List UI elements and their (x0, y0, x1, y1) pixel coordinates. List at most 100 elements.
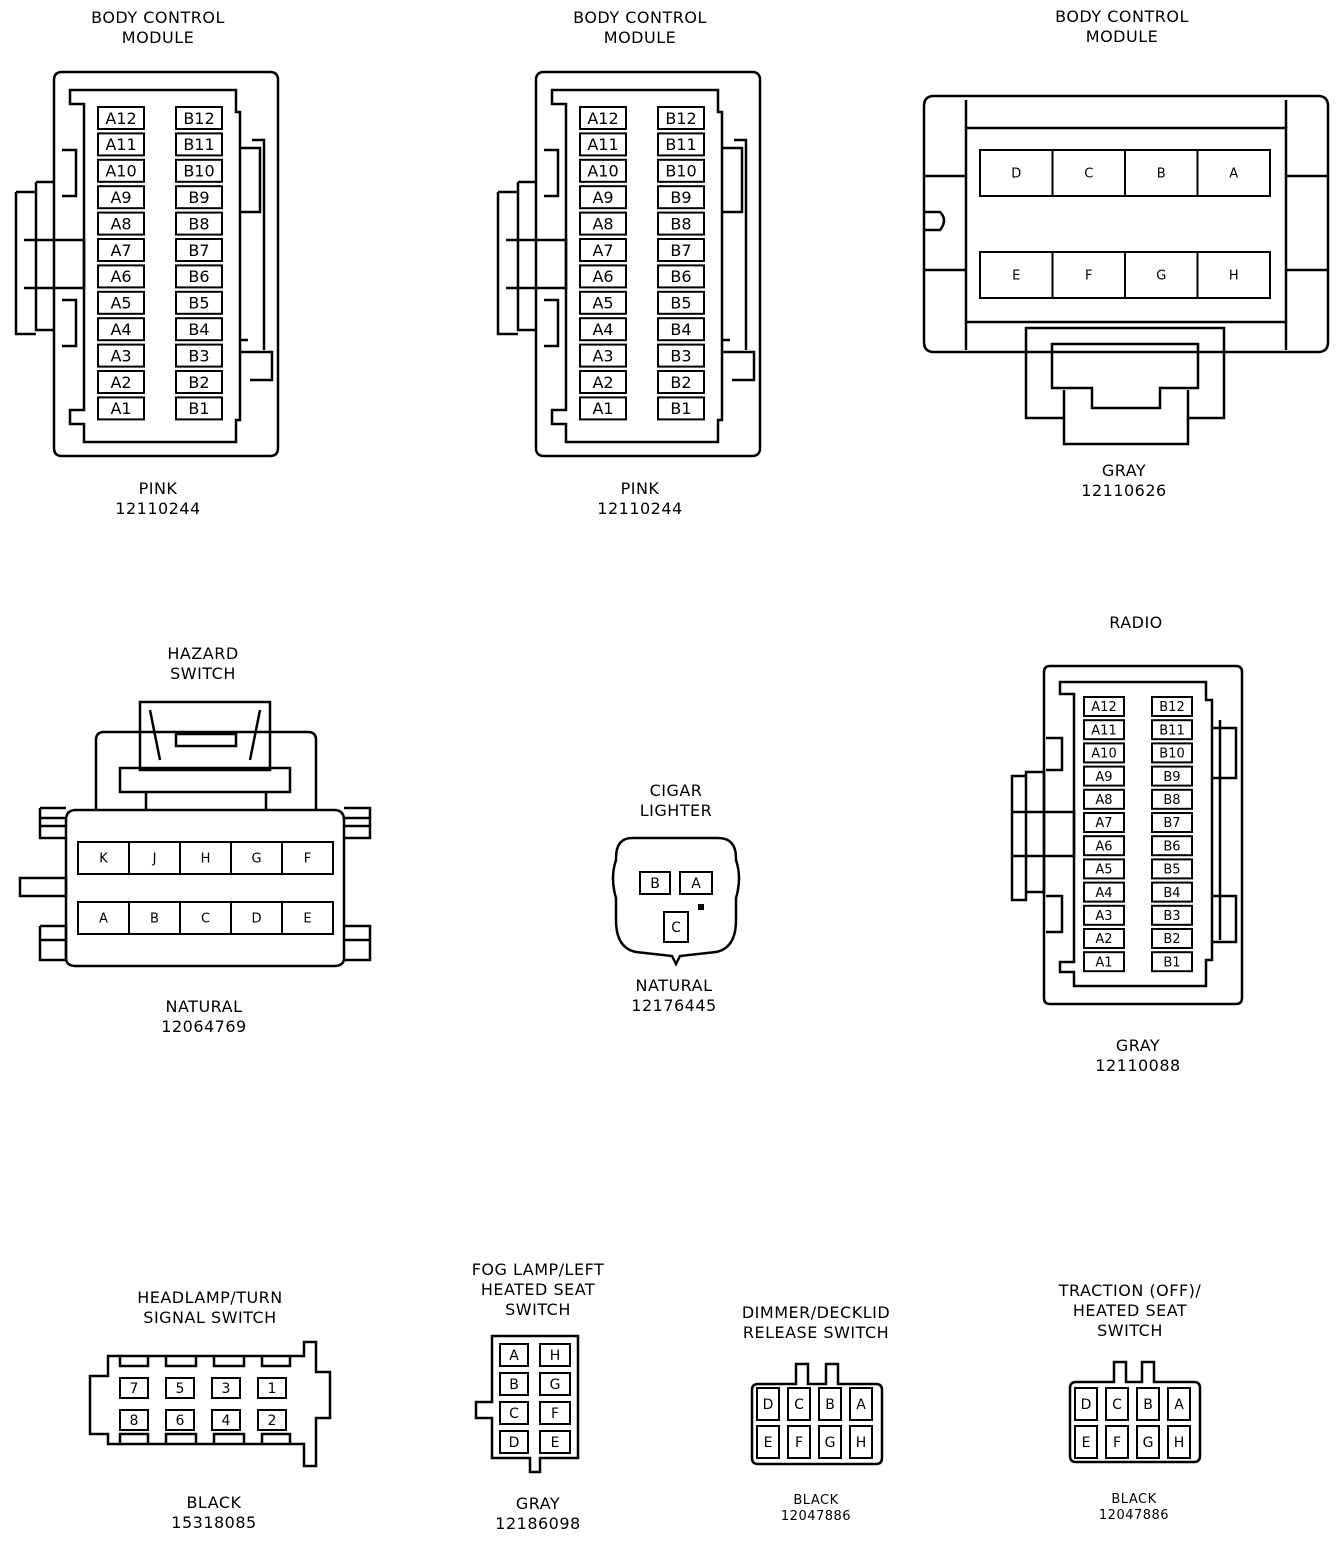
pin-3-cavity (211, 1377, 241, 1399)
pin-a3: A3 (110, 346, 131, 365)
pin-b10-cavity (175, 158, 223, 183)
pin-a2: A2 (110, 373, 131, 392)
pin-b10: B10 (665, 162, 696, 181)
pin-b11-cavity (175, 132, 223, 157)
pin-a3-cavity (97, 343, 145, 368)
pin-a7-cavity (97, 238, 145, 262)
pin-b6: B6 (1163, 839, 1180, 854)
pin-a: A (1229, 167, 1238, 182)
pin-a2: A2 (1095, 932, 1112, 947)
pin-b10: B10 (183, 162, 214, 181)
pin-b4: B4 (670, 320, 691, 339)
pin-a6-cavity (579, 264, 627, 289)
pin-a9: A9 (110, 188, 131, 207)
pin-a5-cavity (1083, 858, 1125, 880)
pin-d-cavity (499, 1430, 529, 1454)
pin-b2-cavity (1151, 928, 1193, 949)
pin-5-cavity (165, 1377, 195, 1399)
bcm2-pin-grid: A12A11A10A9A8A7A6A5A4A3A2A1B12B11B10B9B8… (579, 106, 705, 421)
pin-d: D (763, 1397, 774, 1413)
pin-8-cavity (119, 1409, 149, 1431)
pin-d-cavity (1074, 1387, 1098, 1421)
pin-f: F (1085, 269, 1092, 284)
pin-a9: A9 (592, 188, 613, 207)
pin-g-cavity (539, 1372, 571, 1396)
pin-b6-cavity (175, 264, 223, 289)
pin-d: D (509, 1435, 520, 1451)
pin-b6-cavity (1151, 835, 1193, 857)
pin-b5-cavity (657, 290, 705, 315)
pin-a6: A6 (110, 267, 131, 286)
pin-b-cavity (1136, 1387, 1160, 1421)
pin-a1: A1 (592, 399, 613, 418)
pin-b10-cavity (1151, 742, 1193, 764)
pin-b11: B11 (665, 135, 696, 154)
radio-pin-grid: A12A11A10A9A8A7A6A5A4A3A2A1B12B11B10B9B8… (1083, 696, 1193, 973)
pin-b2-cavity (175, 370, 223, 394)
pin-a: A (691, 876, 701, 892)
pin-4-cavity (211, 1409, 241, 1431)
pin-a5-cavity (97, 290, 145, 315)
pin-b7-cavity (175, 238, 223, 262)
pin-c: C (794, 1397, 804, 1413)
pin-a9-cavity (579, 185, 627, 210)
pin-c: C (671, 920, 681, 936)
pin-a12-cavity (1083, 696, 1125, 717)
pin-a: A (99, 912, 108, 927)
pin-b8-cavity (1151, 788, 1193, 810)
pin-b2: B2 (188, 373, 209, 392)
pin-f: F (1113, 1435, 1121, 1451)
pin-a5: A5 (110, 294, 131, 313)
pin-b11-cavity (657, 132, 705, 157)
pin-a4: A4 (592, 320, 613, 339)
pin-a11: A11 (105, 135, 136, 154)
pin-e-cavity (539, 1430, 571, 1454)
pin-f-cavity (787, 1425, 811, 1459)
pin-b5-cavity (1151, 858, 1193, 880)
pin-a3-cavity (1083, 904, 1125, 926)
pin-a10-cavity (97, 158, 145, 183)
pin-b8-cavity (657, 211, 705, 236)
pin-b5: B5 (1163, 863, 1180, 878)
pin-a2-cavity (579, 370, 627, 394)
pin-g: G (1156, 269, 1166, 284)
pin-b1-cavity (1151, 951, 1193, 973)
pin-b7-cavity (657, 238, 705, 262)
pin-c-cavity (499, 1401, 529, 1425)
pin-b5: B5 (188, 294, 209, 313)
pin-a7: A7 (592, 241, 613, 260)
pin-1: 1 (268, 1381, 277, 1397)
pin-a12: A12 (587, 109, 618, 128)
pin-a7: A7 (110, 241, 131, 260)
pin-b3-cavity (1151, 904, 1193, 926)
pin-h: H (1174, 1435, 1185, 1451)
pin-7: 7 (130, 1381, 139, 1397)
pin-a4-cavity (579, 317, 627, 342)
pin-e: E (1012, 269, 1020, 284)
pin-e: E (551, 1435, 560, 1451)
pin-2-cavity (257, 1409, 287, 1431)
pin-a10: A10 (105, 162, 136, 181)
pin-b4-cavity (175, 317, 223, 342)
pin-a11-cavity (1083, 719, 1125, 741)
pin-b11: B11 (1159, 723, 1184, 738)
pin-c: C (201, 912, 210, 927)
pin-b10: B10 (1159, 747, 1184, 762)
pin-b4: B4 (1163, 886, 1180, 901)
pin-b9: B9 (670, 188, 691, 207)
pin-b1-cavity (657, 396, 705, 421)
pin-b12-cavity (1151, 696, 1193, 717)
